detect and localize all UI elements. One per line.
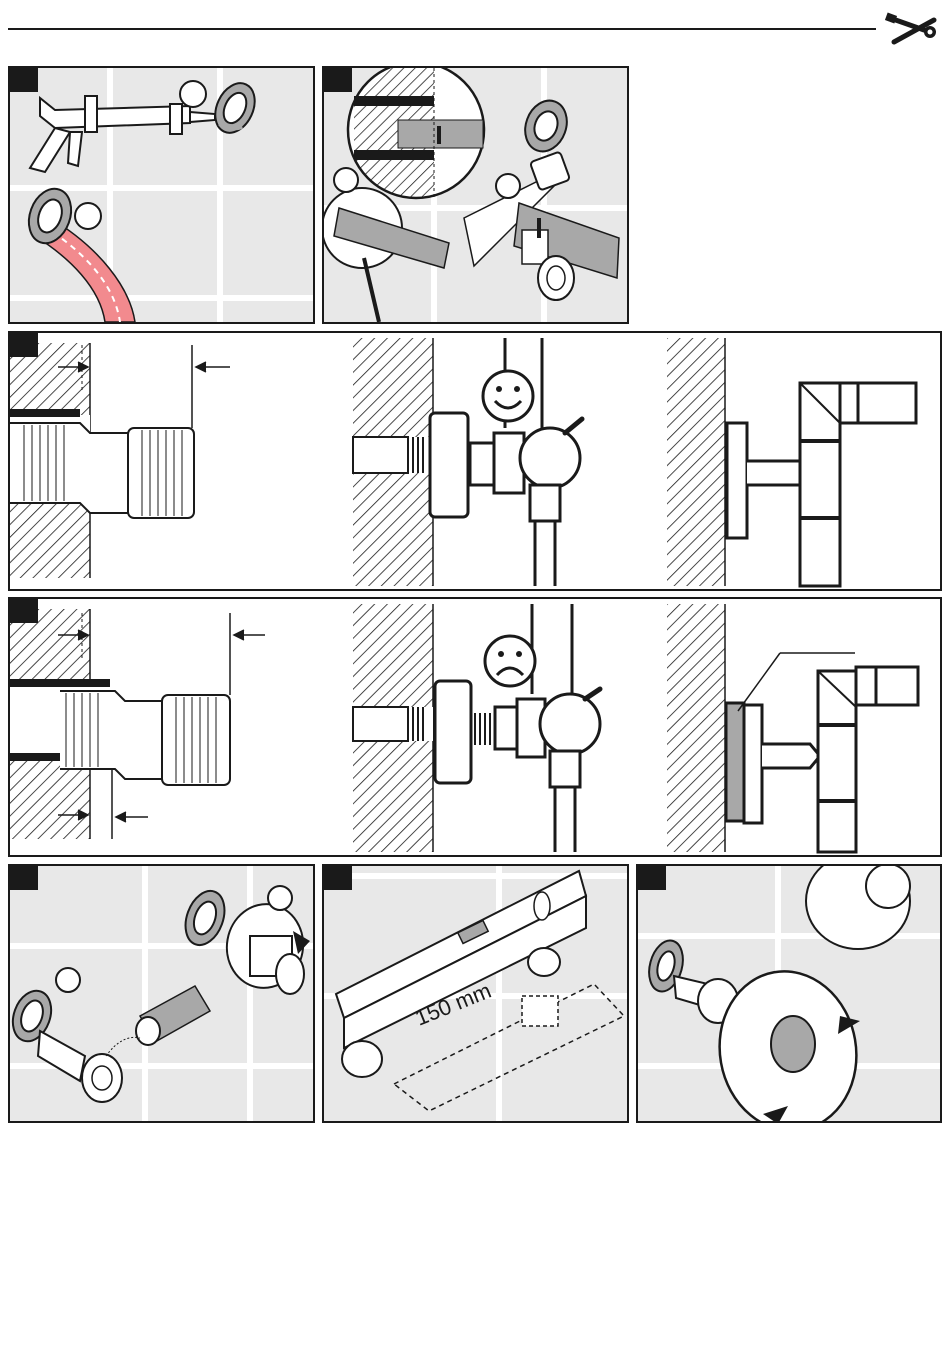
step-marker xyxy=(10,866,38,890)
smiley-sad-icon xyxy=(485,636,535,686)
callout-circle-1 xyxy=(56,968,80,992)
step-panel-flush xyxy=(8,864,315,1123)
step-panel-incorrect-depth xyxy=(8,597,942,857)
step-panel-sealing xyxy=(8,66,315,324)
step-panel-correct-depth xyxy=(8,331,942,591)
step-marker xyxy=(324,866,352,890)
header-rule xyxy=(8,28,876,30)
callout-circle-2 xyxy=(268,886,292,910)
step-marker xyxy=(10,333,38,357)
callout-circle-1 xyxy=(180,81,206,107)
step-marker xyxy=(324,68,352,92)
callout-circle-1 xyxy=(334,168,358,192)
smiley-happy-icon xyxy=(483,371,533,421)
step-marker xyxy=(10,599,38,623)
step-marker xyxy=(638,866,666,890)
step-marker xyxy=(10,68,38,92)
callout-circle-2 xyxy=(496,174,520,198)
step-panel-cutting xyxy=(322,66,629,324)
callout-circle-2 xyxy=(75,203,101,229)
step-panel-level: 150 mm xyxy=(322,864,629,1123)
step-panel-rosette xyxy=(636,864,942,1123)
wrench-screwdriver-icon xyxy=(884,8,942,48)
